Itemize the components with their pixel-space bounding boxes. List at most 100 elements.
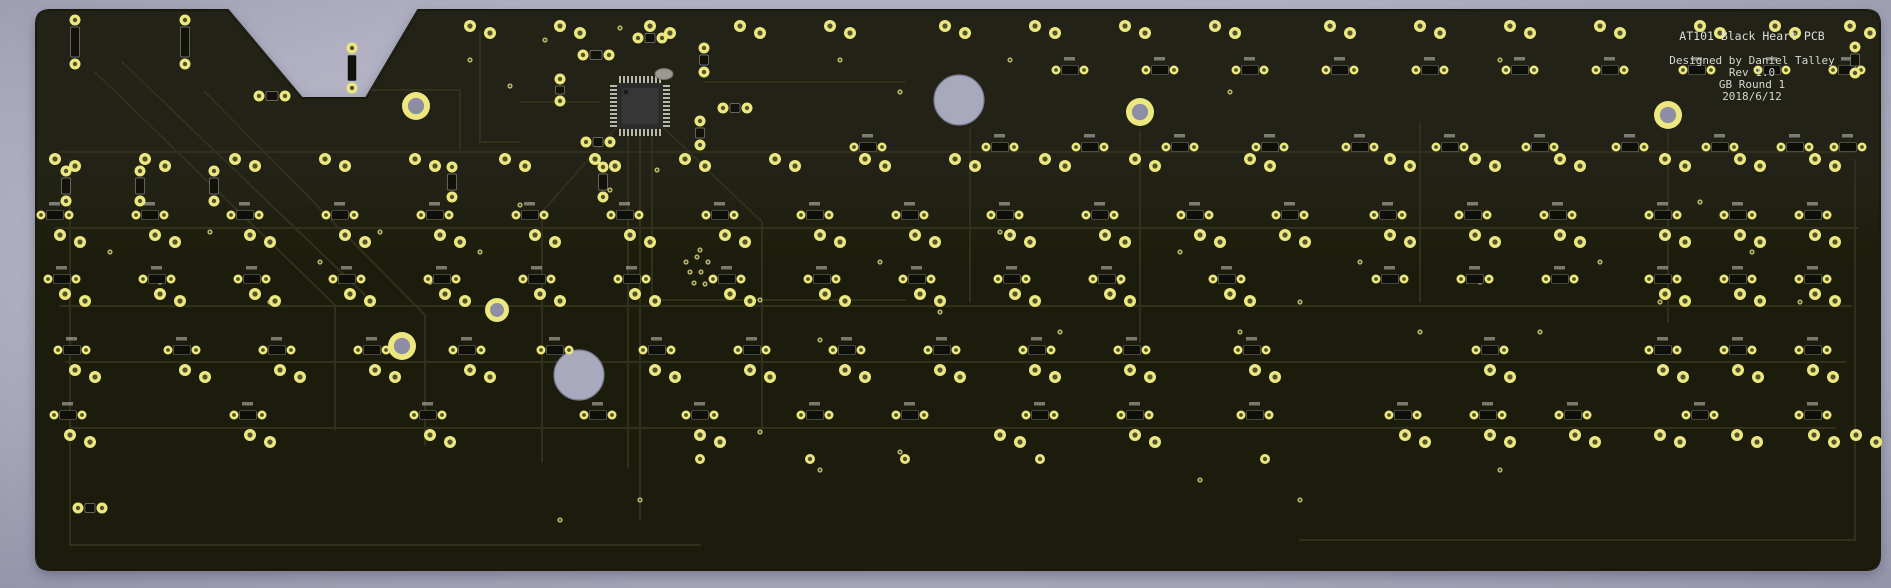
refdes-silk (422, 402, 433, 406)
passive-component (698, 42, 710, 78)
via (637, 497, 643, 503)
switch-footprint (1659, 229, 1691, 248)
diode-footprint (258, 337, 296, 355)
trace (479, 31, 521, 143)
passive-component (1849, 41, 1861, 79)
diode-footprint (891, 202, 929, 220)
via (507, 83, 513, 89)
refdes-silk (341, 266, 352, 270)
stabilizer-pad (805, 454, 815, 464)
passive-component (577, 49, 615, 61)
diode-footprint (1501, 57, 1539, 75)
switch-footprint (59, 288, 91, 307)
refdes-silk (62, 402, 73, 406)
refdes-silk (999, 202, 1010, 206)
switch-footprint (589, 153, 621, 172)
diode-footprint (1719, 337, 1757, 355)
switch-footprint (1850, 429, 1882, 448)
silkscreen-date: 2018/6/12 (1722, 90, 1782, 103)
diode-footprint (733, 337, 771, 355)
switch-footprint (1734, 288, 1766, 307)
switch-footprint (1009, 288, 1041, 307)
diode-footprint (423, 266, 461, 284)
switch-footprint (769, 153, 801, 172)
refdes-silk (1482, 402, 1493, 406)
switch-footprint (49, 153, 81, 172)
refdes-silk (1467, 202, 1478, 206)
refdes-silk (904, 202, 915, 206)
diode-footprint (1794, 337, 1832, 355)
refdes-silk (1807, 202, 1818, 206)
via (877, 259, 883, 265)
passive-component (597, 161, 609, 203)
refdes-silk (1657, 337, 1668, 341)
switch-footprint (1809, 229, 1841, 248)
switch-footprint (1384, 229, 1416, 248)
trace (663, 127, 763, 433)
switch-footprint (179, 364, 211, 383)
diode-footprint (53, 337, 91, 355)
diode-footprint (1071, 134, 1109, 152)
diode-footprint (1208, 266, 1246, 284)
switch-footprint (624, 229, 656, 248)
switch-footprint (1809, 288, 1841, 307)
via (817, 337, 823, 343)
refdes-silk (809, 402, 820, 406)
diode-footprint (416, 202, 454, 220)
diode-footprint (233, 266, 271, 284)
via (1697, 199, 1703, 205)
refdes-silk (816, 266, 827, 270)
passive-component (580, 136, 616, 148)
via (1007, 57, 1013, 63)
refdes-silk (1841, 57, 1852, 61)
diode-footprint (1371, 266, 1409, 284)
passive-component (60, 165, 72, 207)
switch-footprint (244, 429, 276, 448)
passive-component (694, 115, 706, 151)
diode-footprint (163, 337, 201, 355)
refdes-silk (714, 202, 725, 206)
refdes-silk (531, 266, 542, 270)
diode-footprint (849, 134, 887, 152)
diode-matrix (36, 57, 1867, 420)
switch-footprint (1484, 429, 1516, 448)
via (757, 297, 763, 303)
passive-component (134, 165, 146, 207)
refdes-silk (549, 337, 560, 341)
switch-footprint (1384, 153, 1416, 172)
refdes-silk (1552, 202, 1563, 206)
switch-footprint (149, 229, 181, 248)
silkscreen-text-block: AT101 Black Heart PCB Designed by Daniel… (1669, 29, 1835, 103)
diode-footprint (796, 202, 834, 220)
switch-pad-matrix (49, 20, 1882, 448)
diode-footprint (1794, 266, 1832, 284)
refdes-silk (151, 266, 162, 270)
microcontroller (610, 68, 674, 136)
diode-footprint (1719, 202, 1757, 220)
switch-footprint (464, 364, 496, 383)
refdes-silk (1444, 134, 1455, 138)
refdes-silk (1604, 57, 1615, 61)
switch-footprint (249, 288, 281, 307)
refdes-silk (721, 266, 732, 270)
via (1537, 329, 1543, 335)
switch-footprint (734, 20, 766, 39)
diode-footprint (1794, 402, 1832, 420)
refdes-silk (1484, 337, 1495, 341)
switch-footprint (1099, 229, 1131, 248)
stabilizer-pad (900, 454, 910, 464)
diode-footprint (1591, 57, 1629, 75)
refdes-silk (592, 402, 603, 406)
trace (69, 159, 701, 546)
switch-footprint (1469, 229, 1501, 248)
stabilizer-pads (695, 454, 1270, 464)
plated-mounting-hole (402, 92, 430, 120)
diode-footprint (448, 337, 486, 355)
switch-footprint (1732, 364, 1764, 383)
switch-footprint (679, 153, 711, 172)
refdes-silk (841, 337, 852, 341)
refdes-silk (1284, 202, 1295, 206)
switch-footprint (1659, 153, 1691, 172)
